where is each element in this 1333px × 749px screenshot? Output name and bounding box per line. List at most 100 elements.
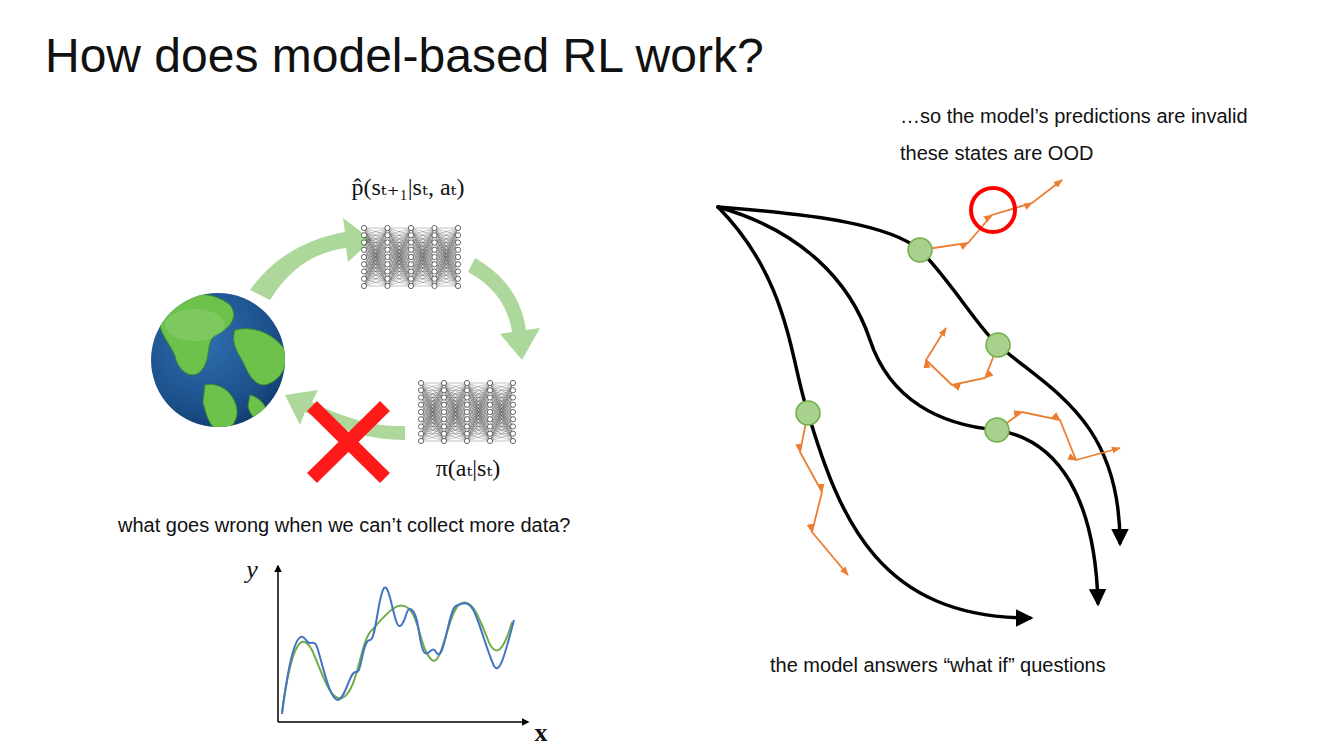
net-link: [435, 228, 459, 250]
net-link: [411, 235, 435, 286]
net-link: [467, 383, 490, 427]
net-link: [388, 250, 412, 286]
net-unit: [510, 409, 515, 414]
net-unit: [408, 254, 413, 259]
net-link: [388, 228, 412, 250]
net-link: [435, 250, 459, 286]
net-link: [364, 228, 388, 250]
net-unit: [464, 417, 469, 422]
net-unit: [361, 262, 366, 267]
net-unit: [510, 402, 515, 407]
net-link: [435, 228, 459, 279]
net-unit: [385, 254, 390, 259]
net-unit: [385, 240, 390, 245]
net-link: [435, 243, 459, 287]
net-link: [435, 257, 459, 286]
net-link: [388, 264, 412, 286]
question-note: what goes wrong when we can’t collect mo…: [118, 514, 570, 537]
net-unit: [361, 240, 366, 245]
net-link: [421, 383, 444, 434]
net-link: [467, 412, 490, 441]
net-link: [435, 228, 459, 286]
net-link: [388, 243, 412, 287]
net-link: [411, 228, 435, 279]
net-unit: [487, 402, 492, 407]
net-unit: [487, 388, 492, 393]
net-link: [388, 235, 412, 286]
net-unit: [455, 247, 460, 252]
slide-title: How does model-based RL work?: [45, 28, 764, 83]
net-link: [364, 228, 388, 279]
net-link: [364, 264, 388, 286]
net-link: [388, 228, 412, 279]
net-unit: [408, 240, 413, 245]
net-link: [490, 398, 513, 442]
net-link: [444, 383, 467, 427]
net-unit: [418, 380, 423, 385]
net-link: [364, 235, 388, 286]
net-unit: [487, 395, 492, 400]
net-link: [435, 264, 459, 286]
net-link: [421, 419, 444, 441]
net-link: [364, 257, 388, 286]
net-link: [467, 441, 490, 442]
net-unit: [408, 233, 413, 238]
net-link: [364, 286, 388, 287]
net-link: [364, 250, 388, 286]
net-link: [364, 243, 388, 287]
net-link: [364, 228, 388, 272]
net-unit: [455, 276, 460, 281]
net-link: [388, 264, 412, 286]
net-link: [388, 257, 412, 286]
red-cross: [312, 406, 385, 478]
net-link: [467, 383, 490, 441]
net-link: [435, 228, 459, 264]
net-link: [411, 250, 435, 286]
net-link: [364, 228, 388, 250]
net-link: [490, 383, 513, 434]
net-unit: [418, 402, 423, 407]
net-link: [444, 390, 467, 441]
net-unit: [441, 424, 446, 429]
net-unit: [455, 262, 460, 267]
net-link: [421, 405, 444, 441]
net-link: [435, 279, 459, 286]
net-link: [490, 405, 513, 441]
net-unit: [441, 409, 446, 414]
net-link: [490, 390, 513, 441]
net-unit: [464, 395, 469, 400]
net-unit: [432, 254, 437, 259]
net-link: [467, 427, 490, 442]
net-link: [444, 383, 467, 427]
net-link: [467, 383, 490, 405]
net-link: [364, 228, 388, 279]
net-link: [467, 390, 490, 441]
net-unit: [432, 283, 437, 288]
net-link: [444, 398, 467, 442]
net-link: [411, 243, 435, 287]
net-link: [435, 228, 459, 264]
net-unit: [464, 388, 469, 393]
net-link: [444, 419, 467, 441]
net-unit: [455, 225, 460, 230]
net-link: [411, 228, 435, 279]
net-unit: [464, 438, 469, 443]
net-link: [388, 228, 412, 272]
net-unit: [361, 233, 366, 238]
net-link: [490, 383, 513, 434]
net-link: [467, 419, 490, 441]
net-link: [444, 383, 467, 419]
net-unit: [385, 276, 390, 281]
net-link: [388, 228, 412, 272]
net-link: [490, 383, 513, 384]
net-unit: [385, 262, 390, 267]
net-link: [435, 228, 459, 272]
net-link: [421, 405, 444, 441]
net-link: [444, 383, 467, 405]
net-link: [435, 228, 459, 279]
net-link: [467, 383, 490, 434]
net-unit: [487, 424, 492, 429]
net-unit: [361, 254, 366, 259]
net-unit: [455, 240, 460, 245]
net-unit: [432, 269, 437, 274]
